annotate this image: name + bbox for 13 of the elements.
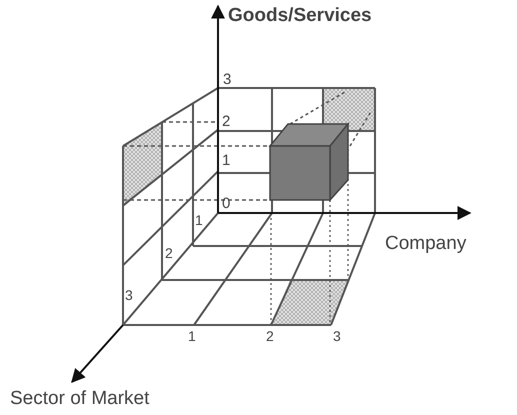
tick-label: 3: [333, 329, 341, 343]
tick-label: 3: [223, 72, 232, 87]
tick-label: 0: [222, 196, 230, 211]
tick-label: 2: [222, 114, 230, 129]
tick-label: 2: [266, 329, 274, 343]
tick-label: 3: [125, 288, 133, 302]
tick-label: 1: [195, 213, 203, 227]
tick-label: 2: [165, 246, 173, 260]
axis-label: Company: [385, 234, 466, 253]
axis-label: Sector of Market: [10, 389, 150, 408]
tick-label: 1: [188, 329, 196, 343]
tick-label: 1: [222, 153, 230, 168]
axis-label: Goods/Services: [228, 6, 372, 25]
